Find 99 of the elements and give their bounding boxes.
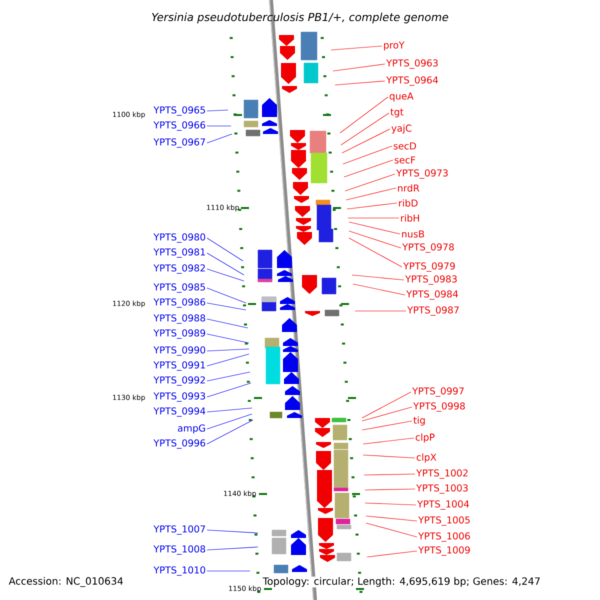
leader-line [362,454,416,458]
gene-label: clpX [416,453,436,463]
gene-label: YPTS_0987 [407,306,459,316]
leader-line [348,230,402,248]
leader-line [206,238,244,262]
gene-label: YPTS_0986 [154,298,206,308]
leader-line [206,252,244,276]
leader-line [206,372,250,382]
leader-line [206,334,250,344]
gene-label: YPTS_1004 [417,500,469,510]
gene-label: yajC [391,124,412,134]
gene-label: YPTS_0964 [386,76,438,86]
leader-line [206,530,258,534]
gene-label: YPTS_0966 [154,121,206,131]
gene-label: clpP [416,433,435,443]
gene-label: nrdR [398,184,420,192]
gene-label: YPTS_0965 [154,106,205,116]
gene-label: YPTS_1005 [418,516,470,526]
gene-label: secD [394,142,416,150]
leader-line [364,502,416,506]
leader-line [206,302,246,310]
leader-line [206,318,248,328]
leader-line [206,134,232,144]
gene-label: tgt [390,108,404,118]
gene-label: queA [390,92,414,102]
leader-line [366,550,418,558]
gene-label: tig [413,416,425,426]
gene-label: YPTS_0993 [154,392,206,402]
accession-text: Accession: NC_010634 [8,576,124,588]
leader-line [362,438,414,444]
gene-label: YPTS_0984 [406,290,458,300]
leader-line [366,516,418,522]
gene-label: YPTS_0978 [402,243,454,253]
gene-label: nusB [402,230,424,238]
gene-label: ribD [399,199,418,207]
leader-line [342,128,390,154]
leader-line [362,406,412,422]
leader-line [206,408,252,412]
leader-line [206,348,250,352]
gene-label: YPTS_1009 [418,546,470,556]
leader-line [348,222,400,234]
gene-label: YPTS_0989 [154,329,206,339]
leader-line [330,46,382,50]
gene-label: YPTS_0998 [413,402,465,412]
leader-line [206,288,246,304]
gene-label: YPTS_0973 [396,169,448,179]
gene-label: YPTS_0980 [154,233,206,243]
gene-label: YPTS_0983 [405,275,457,285]
gene-label: proY [384,42,405,50]
gene-label: YPTS_0982 [154,264,205,274]
leader-line [352,284,406,296]
leader-line [332,64,386,72]
leader-line [346,188,396,200]
leader-line [364,474,416,476]
gene-label: YPTS_0992 [154,376,205,386]
gene-label: YPTS_0967 [154,138,205,148]
leader-line [348,238,402,268]
gene-label: YPTS_1006 [418,532,470,542]
gene-label: YPTS_0990 [154,346,206,356]
gene-label: YPTS_0994 [154,407,206,417]
leader-line [340,112,390,146]
leader-line [206,354,250,366]
leader-line [206,570,250,572]
gene-label: YPTS_0988 [154,314,206,324]
leader-line [206,546,258,550]
leader-line [342,146,392,164]
leader-line [344,160,394,178]
leader-line [364,488,416,490]
gene-label: YPTS_1007 [154,525,205,535]
gene-label: YPTS_1002 [416,469,468,479]
gene-label: YPTS_0963 [386,59,438,69]
gene-label: YPTS_0985 [154,283,205,293]
leader-line [362,392,412,418]
leader-line [206,110,228,112]
gene-label: YPTS_0979 [403,262,455,272]
gene-label: YPTS_1010 [154,566,206,576]
leader-line [206,420,254,444]
leader-line [206,382,252,398]
gene-label: YPTS_0997 [412,387,464,397]
gene-label: ampG [178,424,206,434]
leader-line [334,80,386,86]
gene-label: YPTS_0996 [154,439,206,449]
title: Yersinia pseudotuberculosis PB1/+, complete genome [152,12,448,24]
leader-line [340,96,388,134]
leader-line [366,522,418,538]
leader-line [362,420,412,430]
gene-label: YPTS_1003 [416,484,468,494]
leader-line [344,174,396,192]
leader-line [346,202,398,210]
leader-line [206,414,252,430]
gene-label: YPTS_0991 [154,361,205,371]
gene-label: YPTS_1008 [154,545,206,555]
gene-label: secF [394,156,416,164]
leader-line [206,268,244,282]
gene-label: ribH [401,214,419,222]
gene-label: YPTS_0981 [154,248,205,258]
leader-line [352,274,404,280]
topology-text: Topology: circular; Length: 4,695,619 bp; Genes: 4,247 [262,576,542,588]
leader-line [354,310,406,312]
